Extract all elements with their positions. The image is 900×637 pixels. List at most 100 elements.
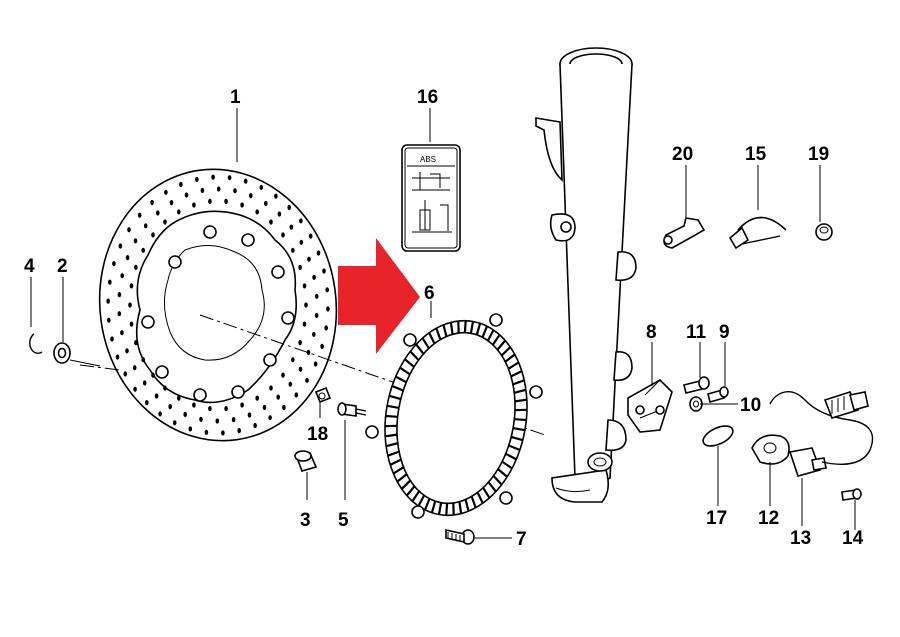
sleeve-bolt[interactable] — [294, 450, 318, 472]
ring-tooth — [391, 384, 404, 392]
disc-hole — [313, 361, 318, 367]
disc-hole — [299, 239, 304, 245]
disc-hole — [224, 406, 228, 412]
disc-hole — [224, 198, 228, 204]
ring-tooth — [481, 325, 489, 338]
disc-hole — [215, 418, 220, 424]
ring-tooth — [388, 394, 402, 401]
abs-sticker-text: ABS — [420, 155, 436, 164]
ring-tooth — [421, 337, 430, 349]
disc-hole — [306, 349, 311, 355]
ring-tooth — [496, 339, 507, 351]
ring-tooth — [428, 332, 436, 345]
ring-tooth — [449, 322, 454, 335]
ring-tooth — [415, 343, 425, 355]
disc-bolt[interactable] — [337, 402, 367, 417]
ring-tooth — [514, 388, 527, 394]
disc-hole — [302, 283, 307, 289]
disc-hole — [150, 199, 154, 206]
ring-tooth — [507, 361, 520, 370]
disc-hole — [216, 186, 221, 192]
disc-hole — [302, 321, 307, 327]
circlip[interactable] — [29, 333, 43, 354]
disc-hole — [274, 193, 278, 199]
disc-hole — [145, 400, 149, 406]
disc-hole — [289, 224, 294, 230]
disc-hole — [118, 243, 123, 249]
ring-tooth — [423, 498, 431, 511]
disc-hole — [240, 202, 244, 208]
ring-tooth — [504, 353, 516, 363]
ring-tooth — [470, 496, 477, 509]
bolt-11[interactable] — [683, 376, 710, 394]
brake-disc[interactable] — [82, 154, 354, 456]
disc-hole — [134, 264, 138, 270]
disc-hole — [298, 340, 302, 346]
washer-18[interactable] — [314, 386, 332, 404]
ring-tooth — [437, 502, 443, 515]
sensor-ring[interactable] — [365, 309, 543, 526]
disc-hole — [305, 377, 309, 383]
disc-hole — [264, 200, 268, 206]
sensor-bracket[interactable] — [627, 379, 673, 433]
callout-19: 19 — [808, 144, 829, 165]
abs-sticker[interactable]: ABS — [401, 144, 461, 252]
ring-tooth — [399, 366, 411, 376]
callout-11: 11 — [686, 322, 707, 343]
callout-18: 18 — [307, 424, 328, 445]
disc-hole — [141, 357, 145, 363]
disc-rivets — [141, 225, 295, 402]
ring-tooth — [430, 500, 437, 514]
disc-hole — [312, 274, 316, 280]
gasket[interactable] — [751, 434, 790, 465]
disc-hole — [208, 406, 212, 412]
disc-hole — [304, 302, 308, 308]
ring-tooth — [392, 466, 405, 475]
disc-hole — [120, 273, 124, 279]
disc-hole — [253, 422, 257, 429]
ring-tooth — [491, 334, 501, 346]
disc-hole — [316, 250, 321, 256]
disc-hole — [117, 311, 122, 317]
cover-cap[interactable] — [700, 422, 736, 450]
nut[interactable] — [815, 223, 833, 241]
disc-hole — [143, 223, 148, 229]
cable-clip[interactable] — [663, 217, 706, 249]
disc-hole — [227, 175, 232, 181]
disc-hole — [154, 393, 159, 399]
disc-hole — [326, 306, 330, 312]
ring-bolt[interactable] — [445, 529, 475, 545]
disc-hole — [288, 381, 293, 387]
ring-tooth — [505, 452, 517, 461]
disc-hole — [200, 187, 205, 193]
disc-hole — [298, 264, 302, 270]
disc-hole — [110, 336, 114, 342]
spacer-washer[interactable] — [53, 342, 71, 364]
ring-tooth — [512, 427, 526, 432]
bolt-9[interactable] — [707, 386, 729, 403]
abs-sensor[interactable] — [769, 390, 874, 477]
disc-hole — [188, 426, 193, 432]
callout-15: 15 — [745, 144, 767, 165]
ring-tooth — [500, 346, 512, 357]
ring-tooth — [404, 358, 415, 368]
disc-hole — [325, 287, 330, 293]
disc-hole — [268, 415, 272, 421]
disc-hole — [129, 283, 134, 289]
axis-line-left — [79, 364, 121, 371]
callout-8: 8 — [646, 322, 657, 343]
disc-hole — [179, 181, 183, 188]
disc-hole — [247, 412, 252, 418]
disc-hole — [156, 210, 160, 216]
fork-slider[interactable] — [535, 47, 637, 503]
cable-tie[interactable] — [728, 216, 787, 250]
ring-tooth — [445, 503, 449, 516]
disc-hole — [137, 212, 142, 218]
disc-hole — [133, 238, 138, 244]
disc-hole — [281, 372, 285, 378]
sensor-screw[interactable] — [841, 488, 862, 501]
disc-hole — [255, 395, 259, 401]
disc-hole — [269, 219, 273, 225]
ring-tooth — [458, 501, 463, 514]
callout-16: 16 — [417, 87, 438, 108]
